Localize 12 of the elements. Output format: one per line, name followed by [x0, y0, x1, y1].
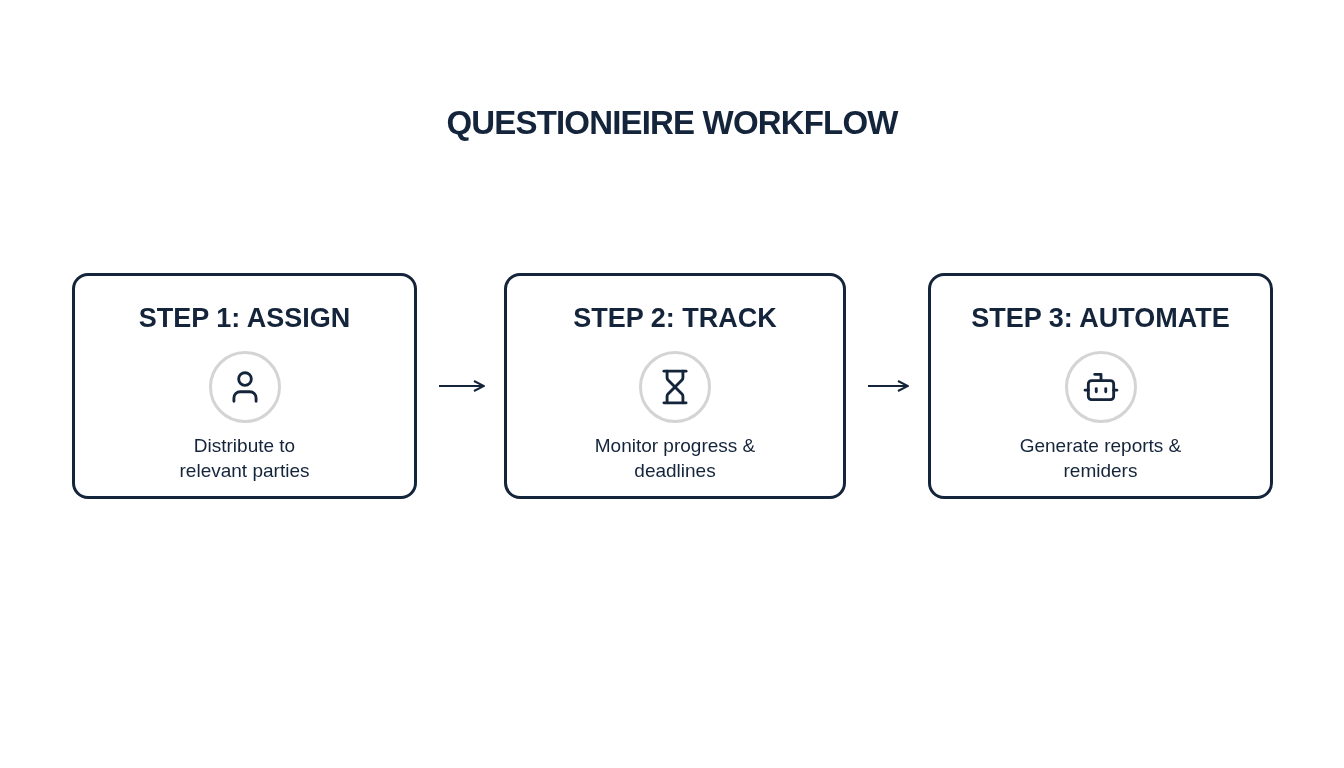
- step-heading: STEP 1: ASSIGN: [138, 302, 351, 335]
- step-card: [928, 273, 1273, 499]
- step-card: [72, 273, 417, 499]
- step-heading: STEP 2: TRACK: [573, 302, 777, 335]
- arrow: [867, 380, 909, 392]
- step-description: Generate reports & remiders: [1018, 433, 1183, 483]
- step-description: Distribute to relevant parties: [178, 433, 311, 483]
- step-description: Monitor progress & deadlines: [593, 433, 757, 483]
- step-card: [504, 273, 846, 499]
- diagram-title: QUESTIONIEIRE WORKFLOW: [446, 103, 898, 143]
- step-heading: STEP 3: AUTOMATE: [971, 302, 1230, 335]
- arrow: [438, 380, 485, 392]
